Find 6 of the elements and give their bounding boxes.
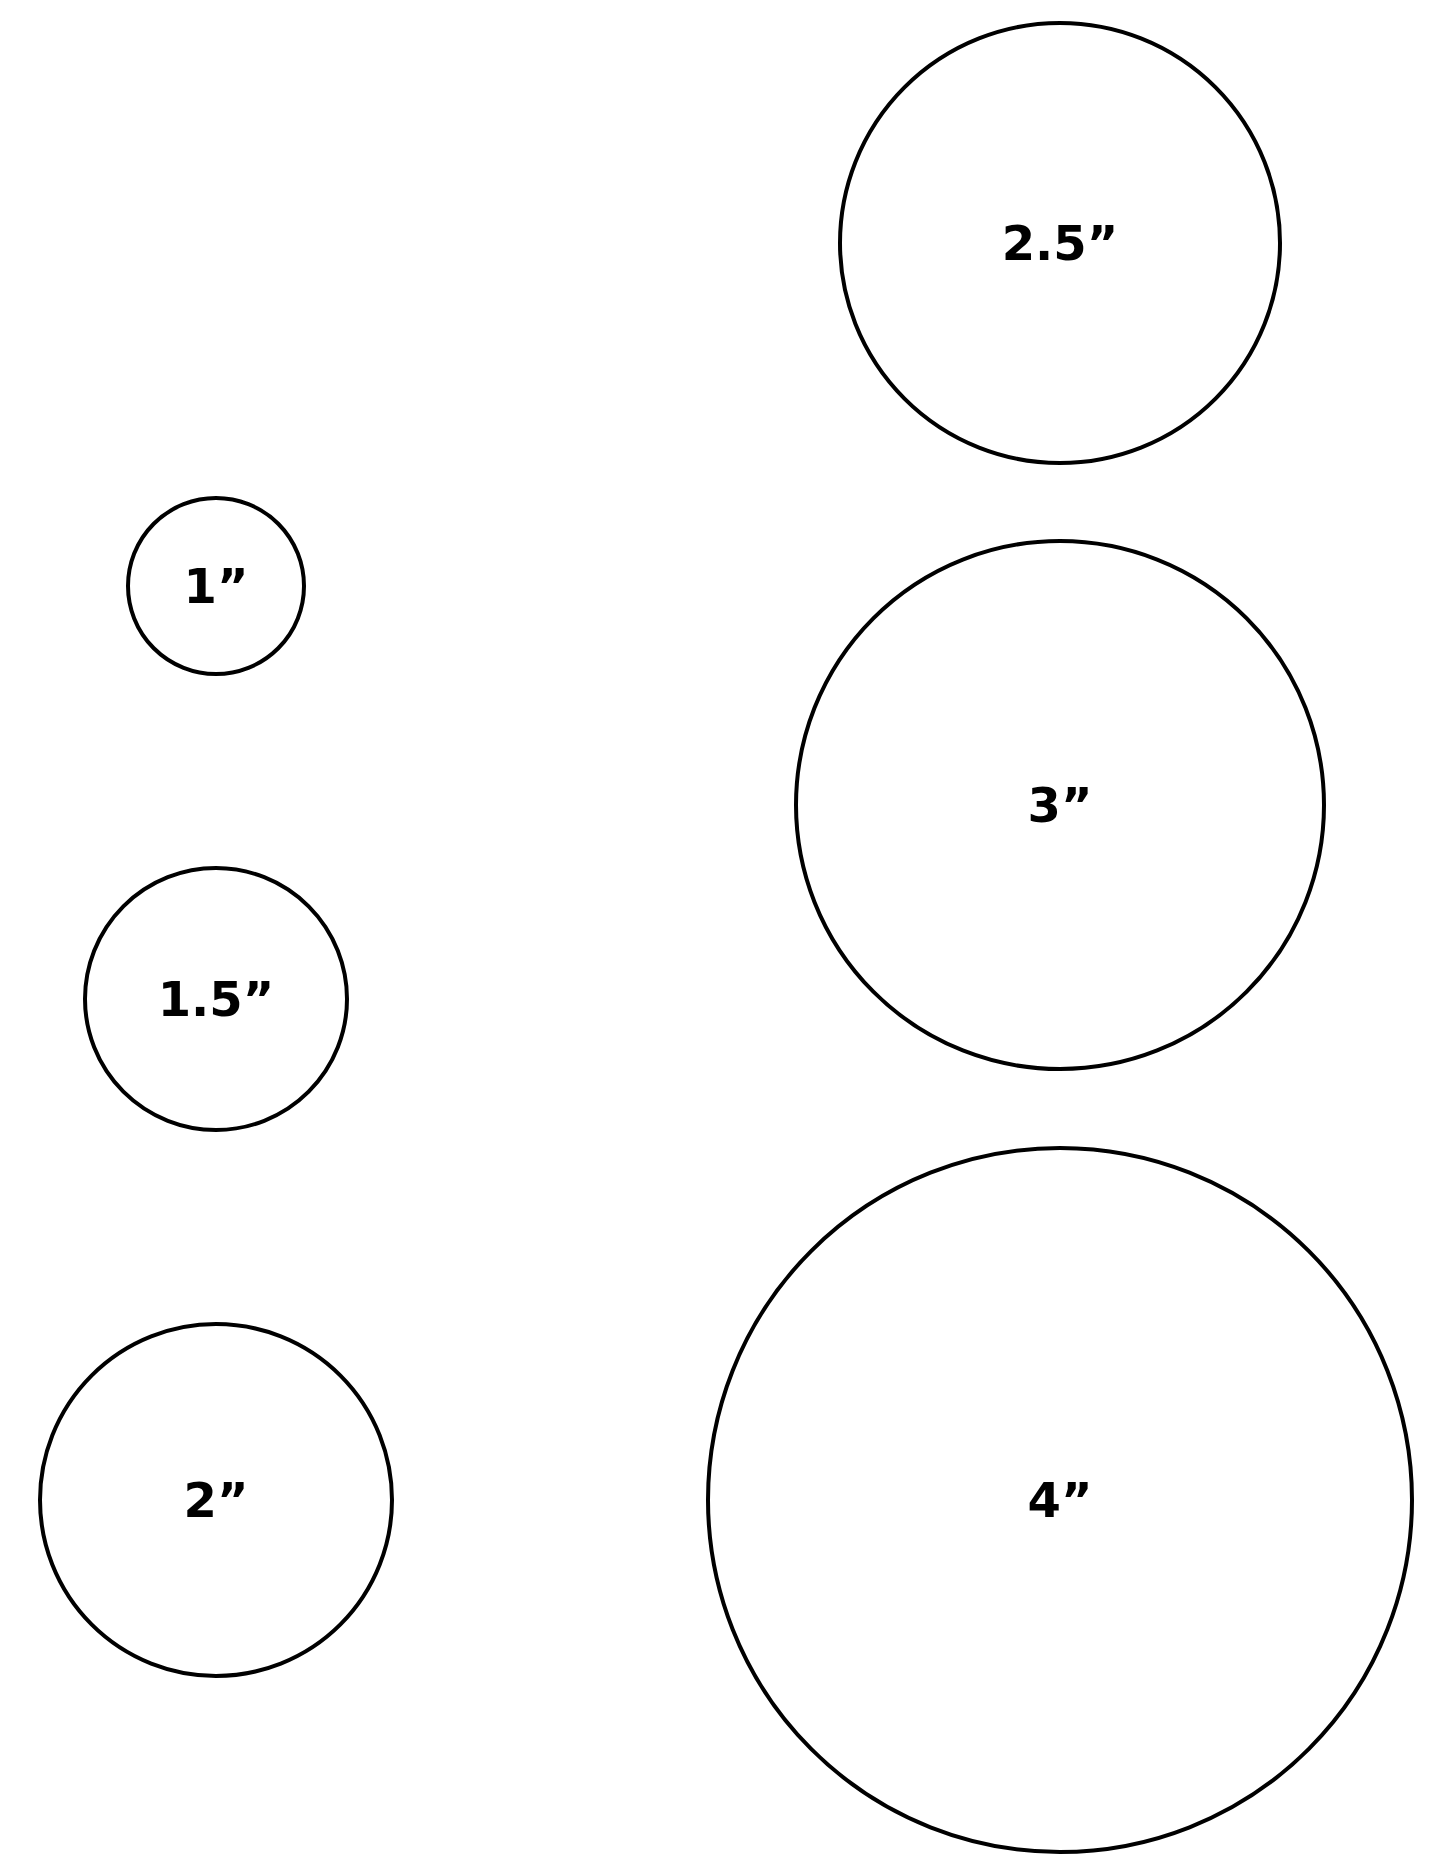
size-label: 4” xyxy=(1027,1476,1093,1524)
size-label: 2.5” xyxy=(1001,219,1119,267)
size-label: 1” xyxy=(183,562,249,610)
size-label: 3” xyxy=(1027,781,1093,829)
size-label: 2” xyxy=(183,1476,249,1524)
size-label: 1.5” xyxy=(157,975,275,1023)
